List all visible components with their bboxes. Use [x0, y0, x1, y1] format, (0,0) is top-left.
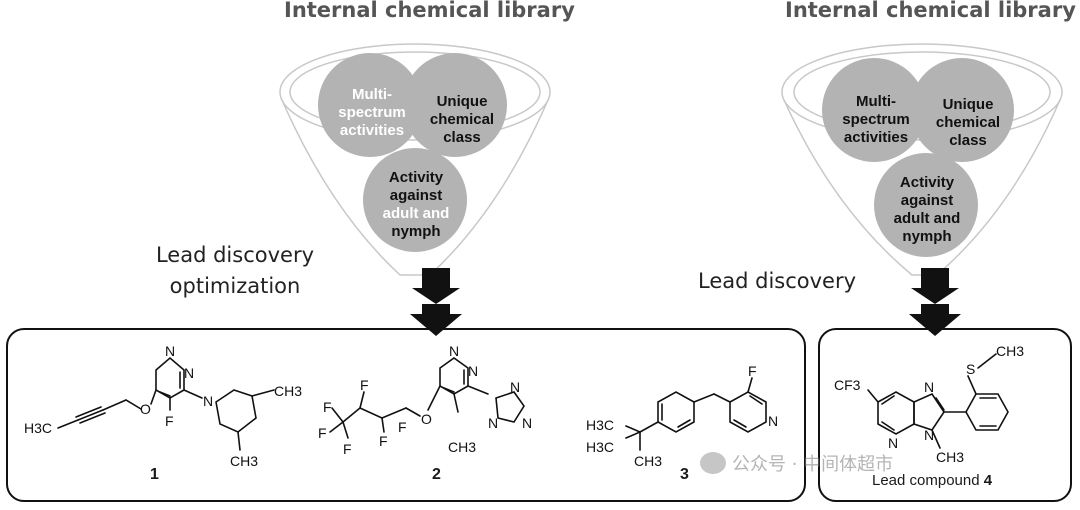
right-compound-box	[818, 328, 1072, 502]
left-circle-unique	[403, 53, 507, 157]
right-activity-l4: nymph	[902, 228, 951, 245]
right-stage-label: Lead discovery	[698, 269, 857, 293]
compound-structures-left: H3C O N N F N CH3 CH3 F F F F F F O N N …	[24, 343, 778, 469]
c2-n-tri1: N	[510, 379, 520, 395]
watermark-text: 公众号 · 中间体超市	[732, 454, 894, 475]
left-multi-l2: spectrum	[338, 104, 406, 121]
c2-o: O	[421, 411, 432, 427]
c2-f5: F	[379, 433, 388, 449]
c2-n-right: N	[468, 363, 478, 379]
left-stage-label: Lead discovery optimization	[150, 240, 320, 302]
c2-f4: F	[343, 441, 352, 457]
left-activity-l4: nymph	[391, 223, 440, 240]
compound-1-number: 1	[150, 466, 159, 483]
c4-s: S	[966, 361, 975, 377]
c1-ch3-top: CH3	[274, 383, 302, 399]
c3-h3c-1: H3C	[586, 417, 614, 433]
lead-compound-caption: Lead compound 4	[872, 472, 992, 489]
left-activity-l3: adult and	[383, 205, 450, 222]
c3-ch3: CH3	[634, 453, 662, 469]
compound-2-structure	[329, 357, 525, 439]
left-arrow-down	[410, 268, 462, 336]
right-circle-multispectrum	[822, 58, 926, 162]
left-unique-l2: chemical	[430, 111, 494, 128]
c1-n-right: N	[184, 365, 194, 381]
c2-f2: F	[323, 399, 332, 415]
right-funnel: Multi- spectrum activities Unique chemic…	[781, 43, 1063, 276]
c3-f: F	[748, 363, 757, 379]
left-stage-line1: Lead discovery	[155, 243, 315, 267]
left-circle-multispectrum	[318, 53, 422, 157]
left-library-title: Internal chemical library	[284, 0, 575, 22]
c2-n-top: N	[449, 343, 459, 359]
left-activity-l2: against	[390, 187, 443, 204]
c4-cf3: CF3	[834, 377, 861, 393]
c4-n-im2: N	[924, 427, 934, 443]
left-unique-l1: Unique	[437, 93, 488, 110]
left-stage-line2: optimization	[169, 274, 301, 298]
right-multi-l3: activities	[844, 129, 908, 146]
c3-n: N	[768, 413, 778, 429]
c1-n-top: N	[165, 343, 175, 359]
compound-2-number: 2	[432, 466, 441, 483]
right-unique-l1: Unique	[943, 96, 994, 113]
right-circle-activity	[874, 153, 978, 257]
c2-n-link: N	[488, 415, 498, 431]
left-multi-l3: activities	[340, 122, 404, 139]
c4-n-py: N	[888, 435, 898, 451]
right-multi-l2: spectrum	[842, 111, 910, 128]
compound-4-structure: CF3 N N N S CH3 CH3	[834, 343, 1024, 465]
left-circle-activity	[363, 148, 467, 252]
c1-n-pip: N	[203, 393, 213, 409]
left-funnel: Multi- spectrum activities Unique chemic…	[279, 43, 551, 276]
right-unique-l2: chemical	[936, 114, 1000, 131]
c4-n-im1: N	[924, 379, 934, 395]
left-unique-l3: class	[443, 129, 481, 146]
c2-f1: F	[360, 377, 369, 393]
c1-o: O	[140, 401, 151, 417]
compound-4-number: 4	[983, 472, 993, 489]
right-activity-l1: Activity	[900, 174, 955, 191]
lead-compound-label: Lead compound	[872, 472, 980, 489]
watermark: 公众号 · 中间体超市	[700, 450, 893, 476]
right-activity-l3: adult and	[894, 210, 961, 227]
compound-1-structure	[57, 356, 275, 451]
right-circle-unique	[910, 58, 1014, 162]
right-multi-l1: Multi-	[856, 93, 896, 110]
compound-3-structure	[625, 377, 767, 451]
c1-ch3-bot: CH3	[230, 453, 258, 469]
compound-3-number: 3	[680, 466, 689, 483]
c1-f: F	[165, 413, 174, 429]
c3-h3c-2: H3C	[586, 439, 614, 455]
right-unique-l3: class	[949, 132, 987, 149]
c2-ch3: CH3	[448, 439, 476, 455]
c2-f6: F	[398, 419, 407, 435]
right-arrow-down	[909, 268, 961, 336]
left-activity-l1: Activity	[389, 169, 444, 186]
c2-f3: F	[318, 425, 327, 441]
right-library-title: Internal chemical library	[785, 0, 1076, 22]
c2-n-tri2: N	[522, 415, 532, 431]
c4-ch3-top: CH3	[996, 343, 1024, 359]
right-activity-l2: against	[901, 192, 954, 209]
wechat-icon	[700, 452, 726, 474]
left-multi-l1: Multi-	[352, 86, 392, 103]
c1-h3c: H3C	[24, 420, 52, 436]
c4-ch3-bot: CH3	[936, 449, 964, 465]
left-compound-box	[6, 328, 806, 502]
